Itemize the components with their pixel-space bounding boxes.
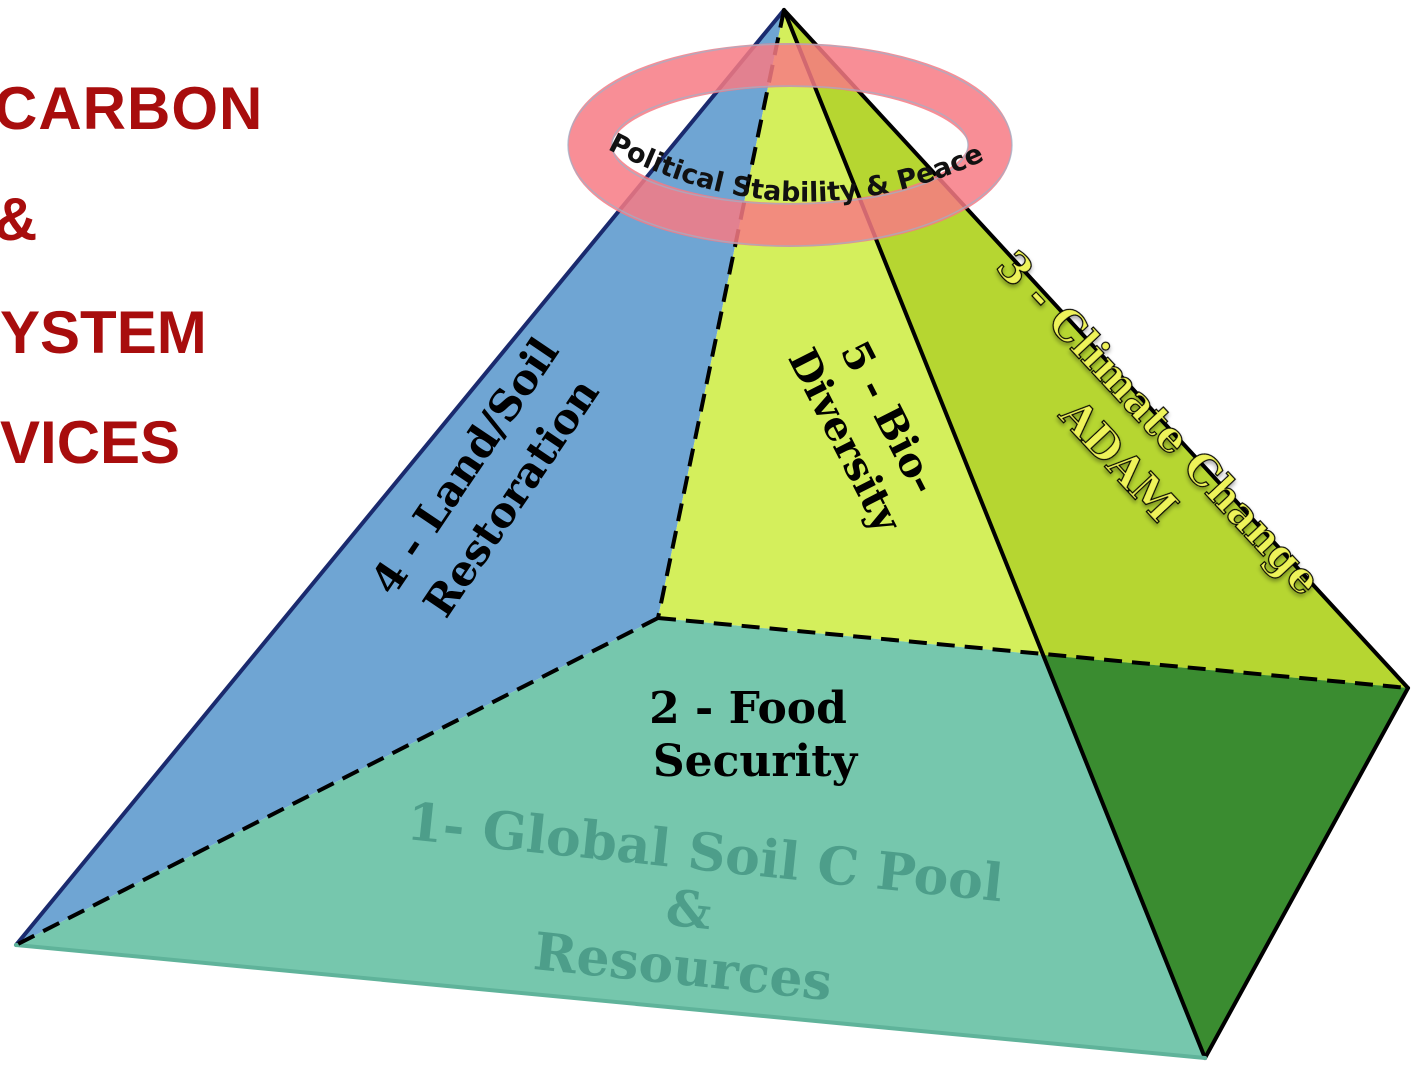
dashed-edges [15,9,1409,947]
front-face-label: 2 - Food Security [649,683,859,787]
title-line-system: YSTEM [0,299,207,366]
title-line-ampersand: & [0,185,37,254]
title-block: CARBON & YSTEM VICES [0,0,330,500]
base-face [16,618,1205,1058]
front-right-face [1044,655,1408,1058]
title-line-carbon: CARBON [0,75,264,142]
front-face-label-line1: 2 - Food [649,683,847,734]
front-face-label-line2: Security [653,736,859,787]
base-face-label-line2: & [663,878,714,941]
solid-edges [14,8,1410,1060]
title-line-services: VICES [0,409,181,476]
